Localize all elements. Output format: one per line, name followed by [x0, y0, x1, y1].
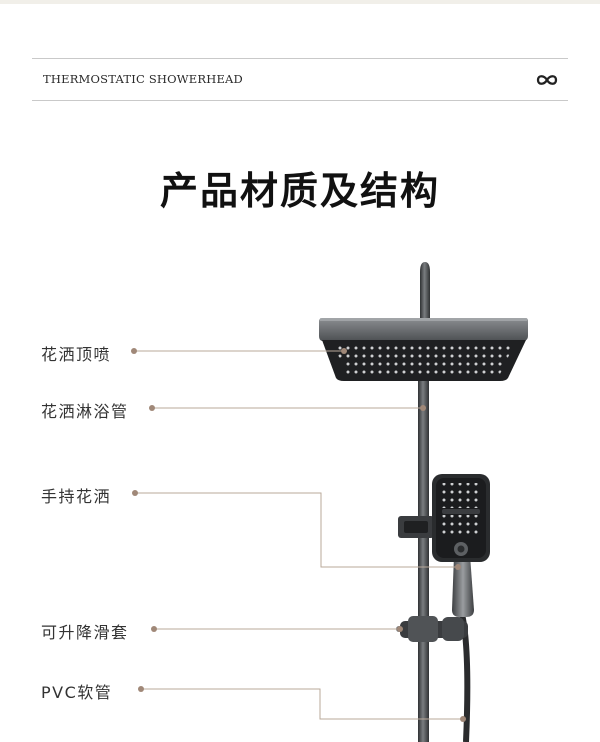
dot-target-handheld: [455, 564, 461, 570]
label-sliding-bracket: 可升降滑套: [41, 623, 129, 642]
marker-dots: [131, 348, 466, 722]
page-title: 产品材质及结构: [159, 169, 440, 213]
handheld-holder: [398, 516, 434, 538]
leader-pvc-hose: [141, 688, 463, 720]
dot-label-shower-pipe: [149, 405, 155, 411]
label-pvc-hose: PVC软管: [41, 683, 113, 702]
brand-text: THERMOSTATIC SHOWERHEAD: [43, 72, 243, 86]
header-rule-top: [32, 58, 568, 59]
leader-handheld: [135, 492, 458, 568]
dot-target-shower-pipe: [420, 405, 426, 411]
dot-target-top-shower: [341, 348, 347, 354]
leader-lines: [134, 350, 463, 720]
dot-label-sliding-bracket: [151, 626, 157, 632]
shower-pipe: [418, 378, 429, 742]
dot-label-top-shower: [131, 348, 137, 354]
label-handheld-shower: 手持花洒: [41, 487, 112, 506]
infinity-icon: [536, 75, 558, 85]
dot-target-sliding-bracket: [397, 626, 403, 632]
header-rule-bottom: [32, 100, 568, 101]
handheld-shower: [432, 474, 490, 617]
dot-label-pvc-hose: [138, 686, 144, 692]
dot-target-pvc-hose: [460, 716, 466, 722]
top-shower-head: [319, 318, 528, 381]
label-top-shower: 花洒顶喷: [41, 345, 112, 364]
dot-label-handheld: [132, 490, 138, 496]
gooseneck-arm: [420, 262, 430, 320]
sliding-bracket: [396, 616, 468, 642]
top-decor-strip: [0, 0, 600, 4]
label-shower-pipe: 花洒淋浴管: [41, 402, 129, 421]
